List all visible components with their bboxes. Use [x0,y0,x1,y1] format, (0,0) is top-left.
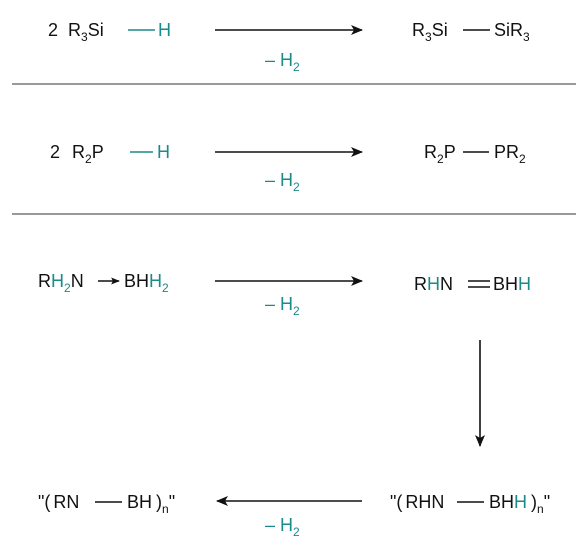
r4-condition: – H2 [265,515,300,538]
reaction-4: "(RHN BHH)n" – H2 "(RN BH)n" [38,492,550,538]
r3-reactant-amine: RH2N [38,271,84,295]
r4-polymer-left: "(RN [38,492,79,512]
r1-condition: – H2 [265,50,300,74]
r2-product-left: R2P [424,142,456,166]
r3-condition: – H2 [265,294,300,318]
r1-product-left: R3Si [412,20,448,44]
r3-reactant-borane: BHH2 [124,271,169,295]
r1-hydrogen: H [158,20,171,40]
r2-condition: – H2 [265,170,300,194]
r4-polymer-right: BH)n" [127,492,175,516]
r3-product-imine: RHN [414,274,453,294]
r4-oligomer-left: "(RHN [390,492,444,512]
r1-product-right: SiR3 [494,20,530,44]
r2-hydrogen: H [157,142,170,162]
r2-product-right: PR2 [494,142,526,166]
r3-product-borane: BHH [493,274,531,294]
r4-oligomer-right: BHH)n" [489,492,550,516]
reaction-3: RH2N BHH2 – H2 RHN BHH [38,271,531,318]
